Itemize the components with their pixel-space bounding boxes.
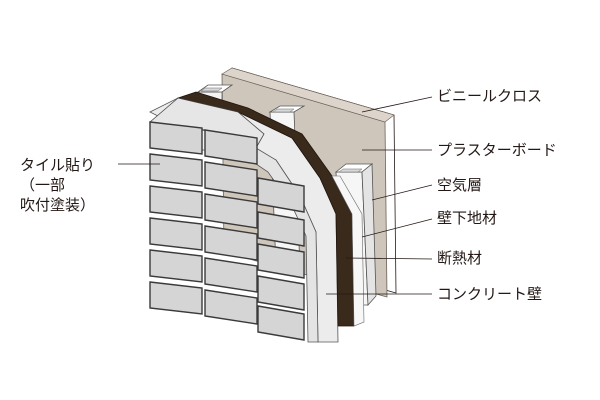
label-tile-line3: 吹付塗装）: [20, 196, 96, 214]
tile: [149, 249, 203, 283]
tile: [149, 121, 203, 155]
label-tile-finish: タイル貼り （一部 吹付塗装）: [20, 155, 95, 215]
label-wall-base: 壁下地材: [437, 209, 498, 227]
tile: [257, 275, 305, 311]
tile-facade: [149, 97, 305, 341]
tile: [204, 129, 258, 165]
tile: [149, 281, 203, 315]
tile: [149, 185, 203, 219]
tile: [257, 211, 305, 247]
label-plasterboard: プラスターボード: [437, 141, 557, 159]
label-tile-line2: （一部: [20, 176, 66, 194]
tile: [257, 305, 305, 341]
tile: [257, 243, 305, 279]
label-tile-line1: タイル貼り: [20, 156, 96, 174]
tile: [204, 161, 258, 197]
label-air-layer: 空気層: [437, 176, 483, 194]
tile: [204, 193, 258, 229]
tile: [257, 177, 305, 213]
tile: [149, 217, 203, 251]
label-insulation: 断熱材: [437, 249, 483, 267]
label-vinyl-cloth: ビニールクロス: [437, 87, 543, 105]
tile: [149, 153, 203, 187]
tile: [204, 289, 258, 325]
tile: [204, 225, 258, 261]
tile: [204, 257, 258, 293]
wall-base-panel: [331, 175, 365, 327]
label-concrete-wall: コンクリート壁: [437, 285, 543, 303]
plasterboard-edge: [221, 67, 395, 123]
